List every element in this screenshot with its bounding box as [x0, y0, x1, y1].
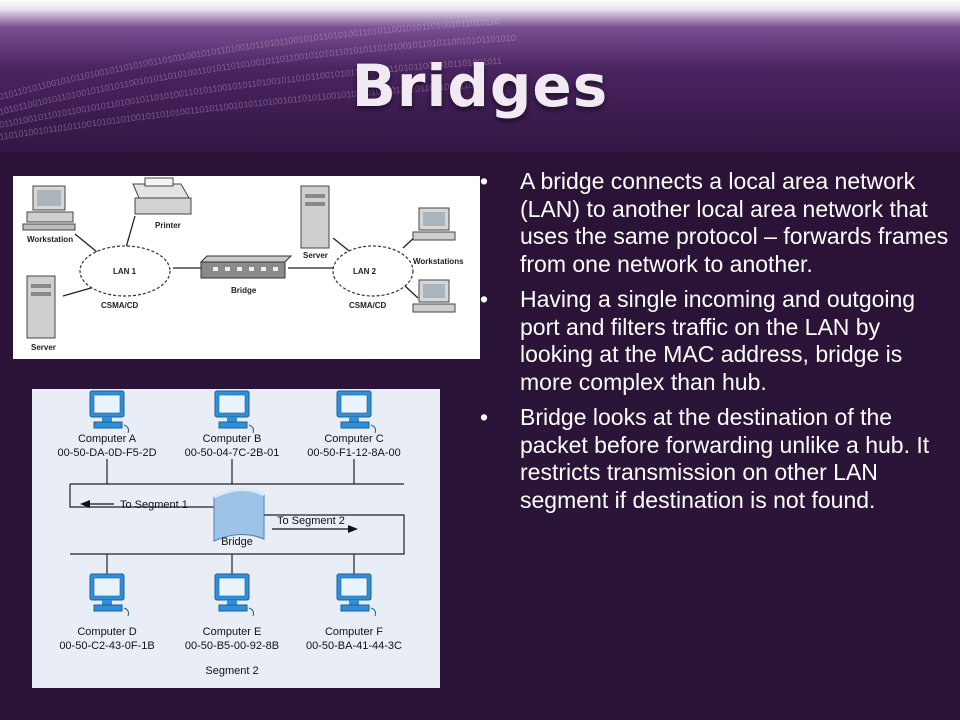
- bullet-text: Bridge looks at the destination of the p…: [520, 404, 930, 513]
- segment-2-wire: [70, 514, 405, 574]
- computer-f-mac: 00-50-BA-41-44-3C: [306, 640, 402, 652]
- bullet-dot: •: [480, 168, 489, 194]
- server-left-icon: [26, 275, 56, 339]
- to-segment-1-label: To Segment 1: [120, 499, 188, 511]
- workstation-label: Workstation: [27, 235, 73, 244]
- lan1-label: LAN 1: [113, 267, 137, 276]
- bullet-item: • Bridge looks at the destination of the…: [480, 404, 950, 514]
- csma-left-label: CSMA/CD: [101, 301, 139, 310]
- server-right-label: Server: [303, 251, 328, 260]
- workstations-label: Workstations: [413, 257, 464, 266]
- segment-diagram: Computer A 00-50-DA-0D-F5-2D Computer B …: [57, 390, 405, 677]
- computer-a-mac: 00-50-DA-0D-F5-2D: [57, 447, 156, 459]
- computer-c-name: Computer C: [324, 433, 383, 445]
- computer-e-mac: 00-50-B5-00-92-8B: [185, 640, 279, 652]
- network-diagram-panel: Workstation Printer LAN 1 CSMA/CD Server…: [13, 176, 480, 359]
- bridge-icon: [213, 488, 265, 542]
- computer-b-name: Computer B: [203, 433, 262, 445]
- bridge-device-icon: [199, 255, 293, 279]
- computer-a-icon: [89, 390, 129, 434]
- computer-f-icon: [336, 573, 376, 617]
- workstation-icon: [22, 185, 76, 231]
- lan2-cloud: [332, 245, 414, 297]
- server-left-label: Server: [31, 343, 56, 352]
- workstations-icon: [412, 207, 456, 313]
- bullet-text: Having a single incoming and outgoing po…: [520, 286, 916, 395]
- binary-decoration: 1010110010101101001011010110010101101010…: [0, 16, 516, 142]
- computer-c-mac: 00-50-F1-12-8A-00: [307, 447, 401, 459]
- lan2-label: LAN 2: [353, 267, 377, 276]
- slide-title: Bridges: [351, 52, 609, 120]
- to-segment-1-arrow: [80, 500, 114, 508]
- bullet-dot: •: [480, 404, 489, 430]
- bridge-label: Bridge: [231, 286, 257, 295]
- computer-b-icon: [214, 390, 254, 434]
- bullet-item: • A bridge connects a local area network…: [480, 168, 950, 278]
- computer-b-mac: 00-50-04-7C-2B-01: [185, 447, 280, 459]
- bullet-text: A bridge connects a local area network (…: [520, 168, 949, 277]
- bullet-list: • A bridge connects a local area network…: [480, 168, 950, 522]
- to-segment-2-label: To Segment 2: [277, 515, 345, 527]
- csma-right-label: CSMA/CD: [349, 301, 387, 310]
- computer-d-icon: [89, 573, 129, 617]
- bridge-name: Bridge: [221, 536, 253, 548]
- computer-f-name: Computer F: [325, 626, 383, 638]
- computer-a-name: Computer A: [78, 433, 137, 445]
- segment-1-wire: [69, 459, 404, 508]
- server-right-icon: [300, 185, 330, 249]
- segment-diagram-panel: Computer A 00-50-DA-0D-F5-2D Computer B …: [32, 389, 440, 688]
- segment-2-label: Segment 2: [205, 665, 258, 677]
- to-segment-2-arrow: [272, 525, 358, 533]
- lan1-cloud: [79, 245, 171, 297]
- bullet-dot: •: [480, 286, 489, 312]
- computer-d-name: Computer D: [77, 626, 136, 638]
- computer-c-icon: [336, 390, 376, 434]
- bullet-item: • Having a single incoming and outgoing …: [480, 286, 950, 396]
- computer-d-mac: 00-50-C2-43-0F-1B: [59, 640, 154, 652]
- header-band: [0, 0, 960, 152]
- printer-label: Printer: [155, 221, 181, 230]
- computer-e-icon: [214, 573, 254, 617]
- printer-icon: [132, 177, 192, 215]
- computer-e-name: Computer E: [203, 626, 262, 638]
- network-diagram: Workstation Printer LAN 1 CSMA/CD Server…: [22, 177, 464, 352]
